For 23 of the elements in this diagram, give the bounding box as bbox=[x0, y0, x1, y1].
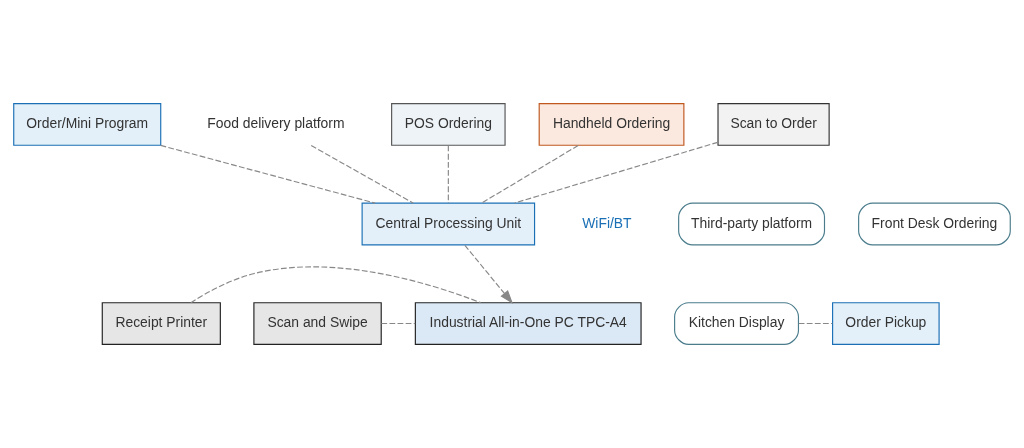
connector bbox=[310, 144, 414, 204]
node-box: Central Processing Unit bbox=[361, 202, 536, 246]
node-box: Order Pickup bbox=[832, 302, 940, 345]
node-box: Receipt Printer bbox=[101, 302, 221, 345]
node-box: Kitchen Display bbox=[674, 302, 800, 345]
node-box: Industrial All-in-One PC TPC-A4 bbox=[414, 302, 642, 345]
node-text: Food delivery platform bbox=[207, 115, 345, 132]
connector bbox=[481, 144, 579, 204]
node-box: Scan to Order bbox=[717, 103, 830, 146]
node-box: Front Desk Ordering bbox=[858, 202, 1011, 246]
connector bbox=[514, 141, 719, 204]
connector bbox=[380, 322, 416, 325]
node-box: Third-party platform bbox=[678, 202, 826, 246]
node-box: Scan and Swipe bbox=[253, 302, 382, 345]
connector bbox=[190, 266, 482, 304]
arrow bbox=[464, 244, 514, 304]
node-box: POS Ordering bbox=[391, 103, 506, 146]
node-box: Order/Mini Program bbox=[13, 103, 162, 146]
connector bbox=[447, 145, 449, 204]
node-box: Handheld Ordering bbox=[538, 103, 685, 146]
connector bbox=[160, 144, 376, 204]
connector bbox=[798, 322, 833, 325]
label: WiFi/BT bbox=[582, 214, 632, 231]
